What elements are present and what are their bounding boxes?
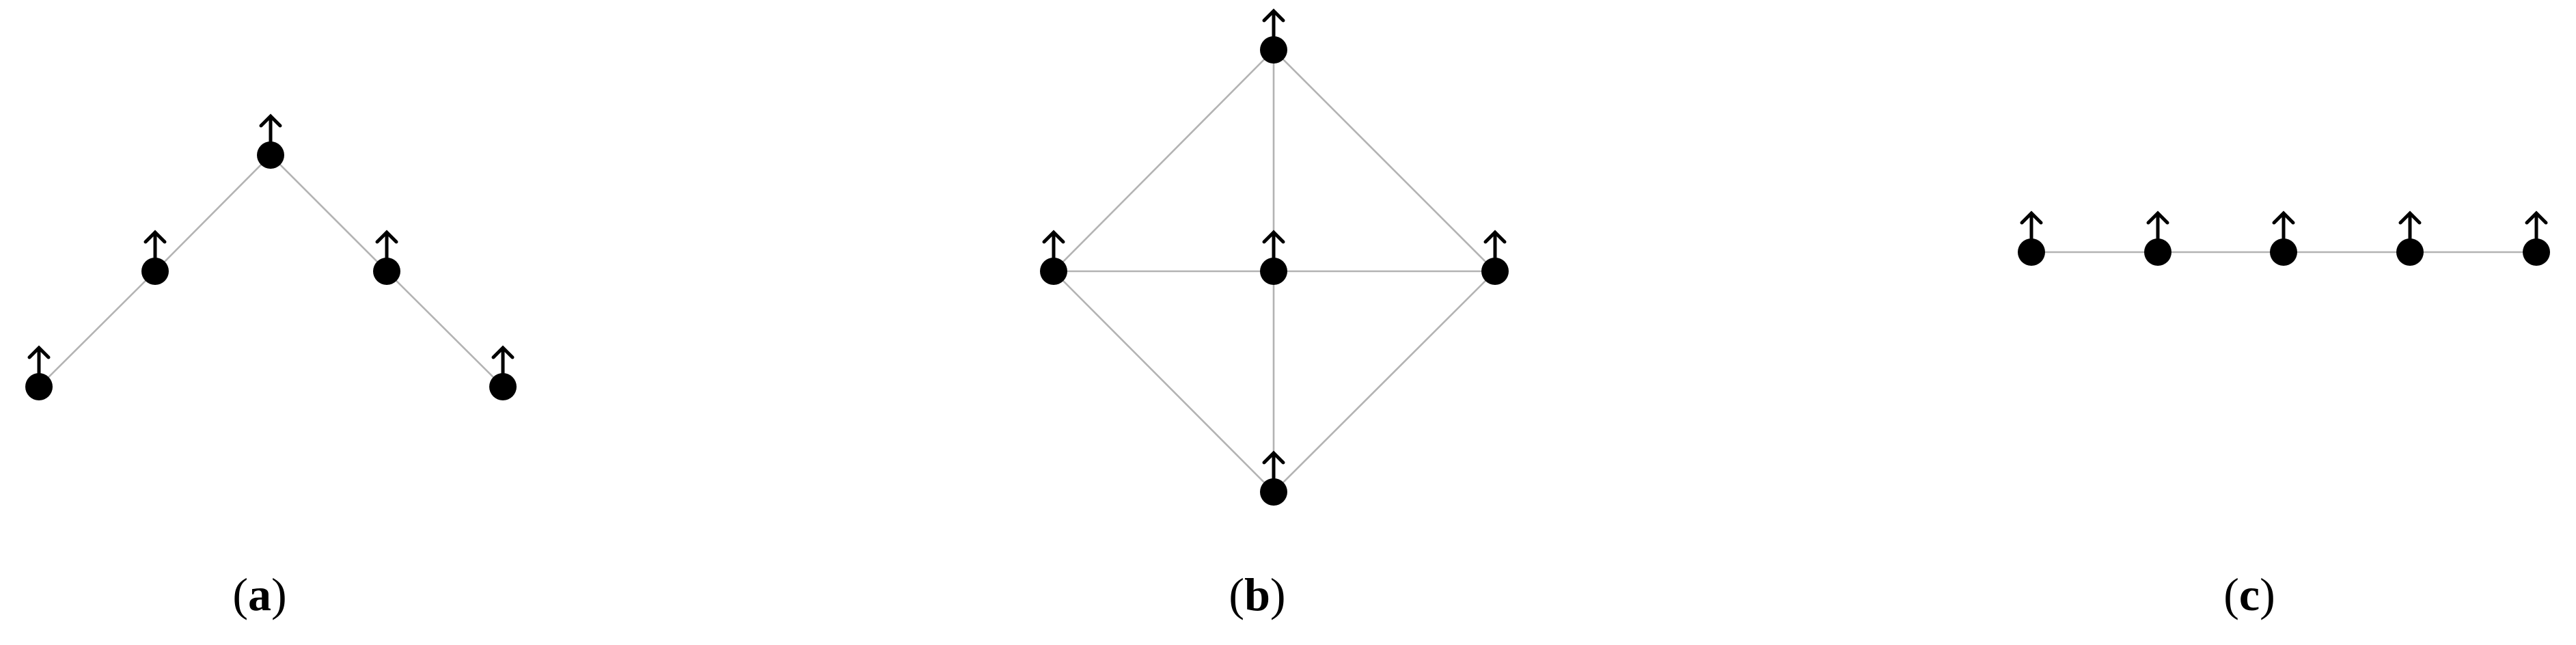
arrow-head bbox=[491, 345, 515, 359]
arrow-head bbox=[2525, 210, 2548, 225]
spin-up-arrow-icon bbox=[2398, 210, 2422, 243]
caption-close-paren: ) bbox=[271, 568, 287, 620]
graph-edge bbox=[1053, 271, 1274, 493]
graph-edge bbox=[1053, 49, 1274, 272]
panel-a-caption: (a) bbox=[232, 571, 286, 618]
spin-up-arrow-icon bbox=[2525, 210, 2548, 243]
spin-up-arrow-icon bbox=[2146, 210, 2169, 243]
caption-letter: c bbox=[2238, 568, 2260, 620]
spin-up-arrow-icon bbox=[1042, 230, 1065, 262]
spin-up-arrow-icon bbox=[27, 345, 51, 377]
node-dot-icon bbox=[373, 258, 400, 285]
node-dot-icon bbox=[141, 258, 169, 285]
graph-edge bbox=[1273, 49, 1496, 272]
arrow-head bbox=[1483, 230, 1507, 244]
caption-letter: b bbox=[1244, 568, 1270, 620]
panel-c-caption: (c) bbox=[2223, 571, 2275, 618]
graph-edge bbox=[38, 271, 156, 387]
arrow-head bbox=[2398, 210, 2422, 225]
spin-up-arrow-icon bbox=[2020, 210, 2043, 243]
graph-edge bbox=[386, 271, 504, 387]
node-dot-icon bbox=[2523, 238, 2550, 266]
node-dot-icon bbox=[1481, 258, 1509, 285]
lattice-site bbox=[1040, 230, 1067, 285]
panel-b-caption: (b) bbox=[1229, 571, 1285, 618]
lattice-site bbox=[1260, 450, 1287, 506]
arrow-head bbox=[2146, 210, 2169, 225]
spin-up-arrow-icon bbox=[2272, 210, 2295, 243]
arrow-head bbox=[1262, 450, 1285, 465]
arrow-head bbox=[1042, 230, 1065, 244]
graph-edge bbox=[270, 154, 387, 272]
lattice-site bbox=[2270, 210, 2297, 266]
lattice-site bbox=[141, 230, 169, 285]
panel-a-chain-graph bbox=[25, 113, 517, 400]
lattice-site bbox=[25, 345, 53, 400]
graph-edge bbox=[154, 154, 271, 272]
lattice-site bbox=[1260, 8, 1287, 64]
arrow-head bbox=[375, 230, 398, 244]
node-dot-icon bbox=[2144, 238, 2171, 266]
node-dot-icon bbox=[2396, 238, 2424, 266]
spin-up-arrow-icon bbox=[1483, 230, 1507, 262]
node-dot-icon bbox=[1260, 478, 1287, 506]
spin-up-arrow-icon bbox=[1262, 8, 1285, 40]
graph-edge bbox=[1273, 271, 1496, 493]
panel-b-diamond-graph bbox=[1040, 8, 1509, 506]
arrow-head bbox=[259, 113, 282, 128]
panel-c-linear-chain-graph bbox=[2018, 210, 2550, 266]
lattice-site bbox=[2396, 210, 2424, 266]
spin-up-arrow-icon bbox=[375, 230, 398, 262]
spin-up-arrow-icon bbox=[1262, 450, 1285, 482]
arrow-head bbox=[2020, 210, 2043, 225]
node-dot-icon bbox=[257, 141, 284, 169]
node-dot-icon bbox=[489, 373, 517, 400]
arrow-head bbox=[143, 230, 167, 244]
caption-open-paren: ( bbox=[2223, 568, 2239, 620]
node-dot-icon bbox=[25, 373, 53, 400]
node-dot-icon bbox=[1260, 36, 1287, 64]
caption-open-paren: ( bbox=[1229, 568, 1245, 620]
arrow-head bbox=[2272, 210, 2295, 225]
spin-up-arrow-icon bbox=[1262, 230, 1285, 262]
caption-letter: a bbox=[248, 568, 271, 620]
arrow-head bbox=[1262, 230, 1285, 244]
lattice-site bbox=[373, 230, 400, 285]
spin-up-arrow-icon bbox=[491, 345, 515, 377]
node-dot-icon bbox=[2018, 238, 2045, 266]
lattice-site bbox=[2018, 210, 2045, 266]
caption-open-paren: ( bbox=[232, 568, 248, 620]
lattice-site bbox=[489, 345, 517, 400]
lattice-site bbox=[1481, 230, 1509, 285]
spin-up-arrow-icon bbox=[259, 113, 282, 146]
lattice-site bbox=[257, 113, 284, 169]
lattice-site bbox=[2144, 210, 2171, 266]
node-dot-icon bbox=[1260, 258, 1287, 285]
arrow-head bbox=[1262, 8, 1285, 23]
lattice-site bbox=[1260, 230, 1287, 285]
node-dot-icon bbox=[2270, 238, 2297, 266]
caption-close-paren: ) bbox=[2260, 568, 2275, 620]
arrow-head bbox=[27, 345, 51, 359]
lattice-site bbox=[2523, 210, 2550, 266]
spin-up-arrow-icon bbox=[143, 230, 167, 262]
node-dot-icon bbox=[1040, 258, 1067, 285]
caption-close-paren: ) bbox=[1270, 568, 1286, 620]
